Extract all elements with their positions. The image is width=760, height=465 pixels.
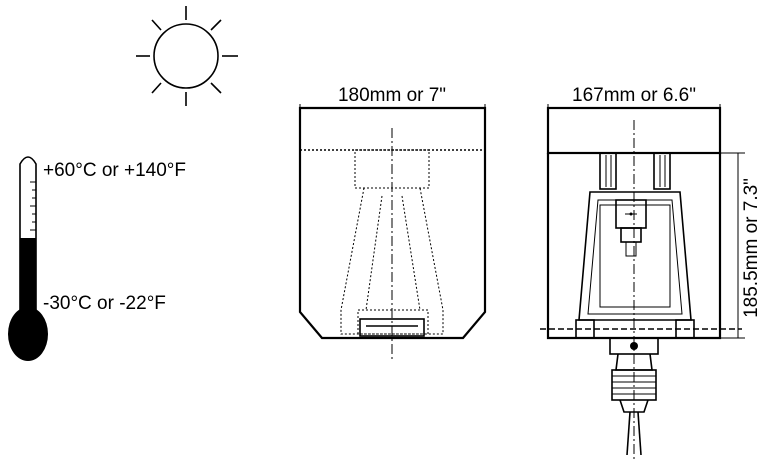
side-height-label: 185.5mm or 7.3" bbox=[741, 178, 760, 318]
side-view: 167mm or 6.6" 185.5mm or bbox=[540, 85, 760, 462]
thermometer-mercury bbox=[20, 238, 36, 322]
front-view: 180mm or 7" bbox=[298, 85, 487, 360]
min-temperature-label: -30°C or -22°F bbox=[43, 293, 166, 314]
thermometer-bulb bbox=[8, 307, 48, 361]
thermometer-icon bbox=[8, 156, 48, 361]
side-width-label: 167mm or 6.6" bbox=[572, 85, 696, 106]
max-temperature-label: +60°C or +140°F bbox=[43, 160, 186, 181]
front-housing bbox=[298, 106, 487, 340]
front-width-label: 180mm or 7" bbox=[338, 85, 446, 106]
sun-icon bbox=[136, 6, 238, 106]
